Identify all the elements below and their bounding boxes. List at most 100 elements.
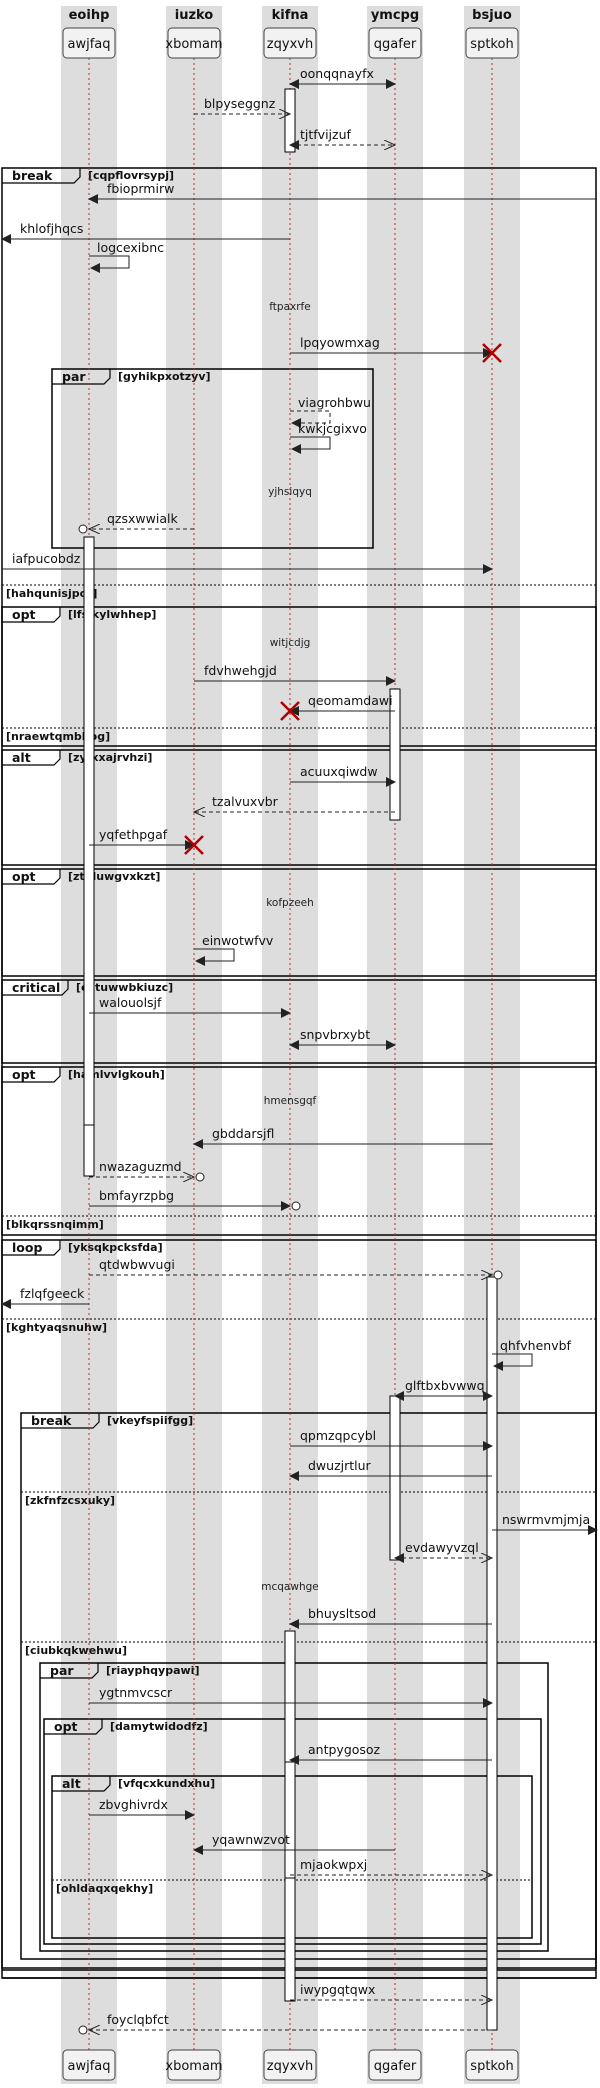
message: oonqqnayfx bbox=[289, 66, 396, 89]
message: logcexibnc bbox=[89, 240, 164, 273]
message-label: snpvbrxybt bbox=[300, 1027, 370, 1042]
message-label: qpmzqpcybl bbox=[300, 1428, 376, 1443]
message-label: blpyseggnz bbox=[204, 96, 276, 111]
else-condition: [blkqrssnqimm] bbox=[6, 1218, 104, 1231]
destroy-mark bbox=[280, 701, 300, 721]
message: blpyseggnz bbox=[194, 96, 290, 114]
group-title: kifna bbox=[272, 8, 309, 23]
destroy-mark bbox=[482, 343, 502, 363]
message-label: iafpucobdz bbox=[12, 551, 81, 566]
participant-box bbox=[167, 27, 221, 59]
message: lpqyowmxag bbox=[290, 335, 502, 363]
fragment-operator: opt bbox=[12, 607, 36, 622]
message: walouolsjf bbox=[89, 995, 291, 1018]
message-label: einwotwfvv bbox=[202, 933, 274, 948]
participant-box bbox=[62, 2049, 116, 2081]
fragment-tab bbox=[40, 1663, 99, 1679]
fragment-tab bbox=[2, 980, 69, 996]
message-label: qzsxwwialk bbox=[107, 511, 178, 526]
fragment-operator: opt bbox=[12, 869, 36, 884]
message-label: evdawyvzql bbox=[405, 1540, 479, 1555]
fragment-operator: par bbox=[62, 369, 86, 384]
message-label: bmfayrzpbg bbox=[99, 1188, 174, 1203]
message: qzsxwwialk bbox=[78, 511, 194, 534]
fragment-condition: [gyhikpxotzyv] bbox=[118, 370, 211, 383]
message-label: fbioprmirw bbox=[107, 181, 174, 196]
message-label: khlofjhqcs bbox=[20, 221, 83, 236]
activation-bar bbox=[83, 1124, 95, 1177]
fragment-tab bbox=[52, 369, 111, 385]
activation-bars bbox=[83, 88, 498, 2031]
participant-name: qgafer bbox=[374, 2059, 417, 2074]
message: viagrohbwu bbox=[290, 395, 371, 428]
note-text: yjhsiqyq bbox=[268, 486, 312, 498]
message-label: lpqyowmxag bbox=[300, 335, 380, 350]
message: antpygosoz bbox=[289, 1742, 492, 1765]
message-label: yqfethpgaf bbox=[99, 827, 168, 842]
lost-found-circle bbox=[493, 1270, 503, 1280]
message: gbddarsjfl bbox=[193, 1126, 492, 1149]
lost-found-circle bbox=[78, 524, 88, 534]
participant-box bbox=[263, 27, 317, 59]
else-condition: [kghtyaqsnuhw] bbox=[6, 1321, 107, 1334]
message: bhuysltsod bbox=[289, 1606, 492, 1629]
fragment-tab bbox=[2, 1240, 61, 1256]
lost-found-circle bbox=[195, 1172, 205, 1182]
message-label: tjtfvijzuf bbox=[300, 127, 352, 142]
fragment-separators: [hahqunisjpot][nraewtqmbbog][blkqrssnqim… bbox=[2, 584, 596, 1895]
destroy-mark bbox=[184, 835, 204, 855]
participant-box bbox=[263, 2049, 317, 2081]
message: yqawnwzvot bbox=[193, 1832, 395, 1855]
activation-bar bbox=[83, 536, 95, 1176]
fragment-condition: [hamlvvlgkouh] bbox=[68, 1068, 165, 1081]
message: bmfayrzpbg bbox=[89, 1188, 301, 1211]
message: glftbxbvwwq bbox=[394, 1378, 493, 1401]
fragment-condition: [estuwwbkiuzc] bbox=[76, 981, 173, 994]
participant-box bbox=[465, 27, 519, 59]
fragment-frame bbox=[1, 979, 597, 1064]
fragment-condition: [yksqkpcksfda] bbox=[68, 1241, 163, 1254]
participant-box bbox=[62, 27, 116, 59]
message-label: acuuxqiwdw bbox=[300, 764, 378, 779]
message-label: bhuysltsod bbox=[308, 1606, 376, 1621]
message: mjaokwpxj bbox=[290, 1857, 492, 1875]
message-label: antpygosoz bbox=[308, 1742, 381, 1757]
participant-name: awjfaq bbox=[67, 2059, 110, 2074]
message-label: mjaokwpxj bbox=[300, 1857, 367, 1872]
note-text: hmensgqf bbox=[264, 1095, 317, 1107]
fragment-operator: par bbox=[50, 1663, 74, 1678]
fragment-operator: loop bbox=[12, 1240, 42, 1255]
fragment-operator: opt bbox=[54, 1719, 78, 1734]
note-text: witjcdjg bbox=[270, 637, 311, 649]
message-label: yqawnwzvot bbox=[212, 1832, 290, 1847]
self-message-arrow bbox=[492, 1353, 533, 1371]
fragment-frame bbox=[1, 868, 597, 977]
fragment-condition: [vfqcxkundxhu] bbox=[118, 1777, 215, 1790]
group-title: eoihp bbox=[69, 8, 110, 23]
message: fzlqfgeeck bbox=[1, 1286, 89, 1309]
participant-box bbox=[368, 2049, 422, 2081]
else-condition: [ciubkqkwehwu] bbox=[25, 1644, 127, 1657]
fragment-operator: break bbox=[12, 168, 53, 183]
message: einwotwfvv bbox=[194, 933, 274, 966]
participant-name: qgafer bbox=[374, 37, 417, 52]
fragment-condition: [vkeyfspiifgg] bbox=[107, 1414, 193, 1427]
message: iwypgqtqwx bbox=[290, 1982, 492, 2000]
else-condition: [hahqunisjpot] bbox=[6, 587, 97, 600]
participant-box bbox=[465, 2049, 519, 2081]
message: qtdwbwvugi bbox=[89, 1257, 503, 1280]
participant-name: sptkoh bbox=[470, 37, 513, 52]
self-message-arrow bbox=[290, 410, 331, 428]
fragment-frame bbox=[1, 749, 597, 866]
fragment-tab bbox=[2, 168, 81, 184]
participant-name: awjfaq bbox=[67, 37, 110, 52]
message-label: dwuzjrtlur bbox=[308, 1458, 372, 1473]
message-label: foyclqbfct bbox=[107, 2012, 169, 2027]
message-label: qhfvhenvbf bbox=[500, 1338, 572, 1353]
message-label: glftbxbvwwq bbox=[405, 1378, 485, 1393]
message: dwuzjrtlur bbox=[289, 1458, 492, 1481]
messages: oonqqnayfx blpyseggnz tjtfvijzuf fbioprmirw… bbox=[1, 66, 598, 2034]
message-label: gbddarsjfl bbox=[212, 1126, 274, 1141]
participant-name: zqyxvh bbox=[267, 37, 313, 52]
